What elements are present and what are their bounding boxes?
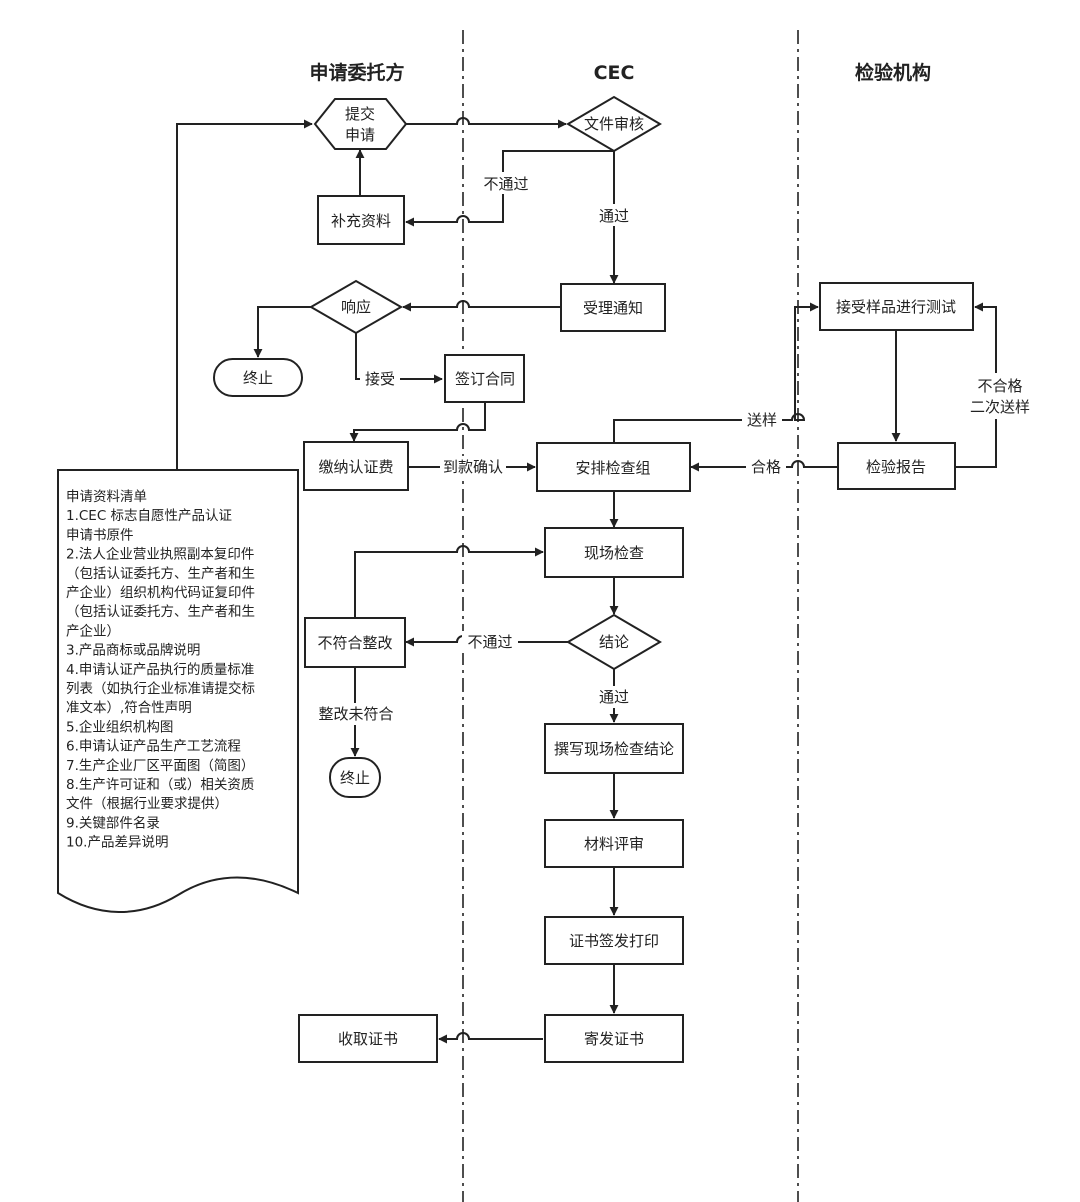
response-label: 响应: [341, 298, 371, 316]
noncompliance-rectification-node: 不符合整改: [304, 617, 406, 668]
checklist-line: 10.产品差异说明: [66, 835, 168, 851]
checklist-line: 3.产品商标或品牌说明: [66, 642, 200, 659]
checklist-line: 列表（如执行企业标准请提交标: [66, 680, 255, 697]
edge-label-review-pass: 通过: [599, 207, 629, 225]
mail-certificate-node: 寄发证书: [544, 1014, 684, 1063]
certificate-issue-print-label: 证书签发打印: [569, 932, 659, 950]
material-review-node: 材料评审: [544, 819, 684, 868]
pay-fee-label: 缴纳认证费: [318, 458, 393, 476]
document-review-node: 文件审核: [566, 95, 662, 153]
acceptance-notice-label: 受理通知: [583, 299, 643, 317]
sample-testing-node: 接受样品进行测试: [819, 282, 974, 331]
edge-label-payment-confirm: 到款确认: [443, 458, 503, 476]
submit-application-node: 提交 申请: [313, 98, 408, 150]
sign-contract-node: 签订合同: [444, 354, 525, 403]
arrange-inspection-team-label: 安排检查组: [575, 459, 650, 477]
onsite-inspection-label: 现场检查: [584, 544, 644, 562]
checklist-line: （包括认证委托方、生产者和生: [66, 604, 255, 620]
receive-certificate-node: 收取证书: [298, 1014, 438, 1063]
checklist-line: （包括认证委托方、生产者和生: [66, 566, 255, 582]
edge-rectify-to-onsite: [354, 545, 544, 617]
test-report-label: 检验报告: [866, 458, 926, 476]
checklist-line: 文件（根据行业要求提供）: [66, 796, 228, 812]
termination-label-1: 终止: [243, 369, 273, 387]
write-conclusion-label: 撰写现场检查结论: [554, 740, 674, 758]
edge-review-fail: [405, 150, 614, 227]
noncompliance-rectification-label: 不符合整改: [317, 634, 392, 652]
termination-node-1: 终止: [213, 358, 303, 397]
edge-respond-accept: [355, 332, 443, 384]
checklist-line: 准文本）,符合性声明: [66, 700, 192, 716]
arrange-inspection-team-node: 安排检查组: [536, 442, 691, 492]
edge-mail-to-receive: [438, 1032, 543, 1044]
edge-send-sample: [613, 302, 819, 442]
edge-checklist-to-submit: [176, 119, 313, 470]
lane-title-lab: 检验机构: [855, 61, 931, 84]
sample-testing-label: 接受样品进行测试: [836, 298, 956, 316]
submit-label-line1: 提交: [345, 105, 375, 123]
edge-respond-to-end: [253, 306, 311, 358]
sign-contract-label: 签订合同: [455, 370, 515, 388]
checklist-line: 产企业）: [66, 622, 120, 639]
edge-label-qualified: 合格: [751, 458, 781, 476]
checklist-line: 5.企业组织机构图: [66, 718, 173, 735]
edge-label-unqualified-line1: 不合格: [977, 377, 1022, 395]
checklist-line: 9.关键部件名录: [66, 815, 160, 831]
checklist-title: 申请资料清单: [66, 489, 147, 505]
onsite-inspection-node: 现场检查: [544, 527, 684, 578]
checklist-line: 4.申请认证产品执行的质量标准: [66, 662, 254, 678]
conclusion-label: 结论: [599, 633, 629, 651]
test-report-node: 检验报告: [837, 442, 956, 490]
lane-title-applicant: 申请委托方: [309, 61, 404, 84]
termination-label-2: 终止: [340, 769, 370, 787]
edge-label-send-sample: 送样: [747, 411, 777, 429]
checklist-line: 7.生产企业厂区平面图（简图）: [66, 757, 254, 774]
certificate-issue-print-node: 证书签发打印: [544, 916, 684, 965]
document-review-label: 文件审核: [584, 115, 644, 133]
pay-fee-node: 缴纳认证费: [303, 441, 409, 491]
edge-report-qualified: [690, 460, 837, 472]
checklist-line: 6.申请认证产品生产工艺流程: [66, 739, 241, 755]
conclusion-node: 结论: [566, 613, 662, 671]
supplement-label: 补充资料: [331, 212, 391, 230]
checklist-line: 8.生产许可证和（或）相关资质: [66, 777, 254, 793]
material-review-label: 材料评审: [584, 835, 644, 853]
lane-title-cec: CEC: [594, 62, 635, 84]
response-node: 响应: [309, 279, 403, 335]
write-conclusion-node: 撰写现场检查结论: [544, 723, 684, 774]
acceptance-notice-node: 受理通知: [560, 283, 666, 332]
submit-label-line2: 申请: [345, 126, 375, 144]
edge-label-conclusion-pass: 通过: [599, 688, 629, 706]
edge-label-review-fail: 不通过: [483, 175, 528, 193]
checklist-line: 1.CEC 标志自愿性产品认证: [66, 508, 232, 524]
mail-certificate-label: 寄发证书: [584, 1030, 644, 1048]
checklist-line: 2.法人企业营业执照副本复印件: [66, 546, 254, 563]
termination-node-2: 终止: [329, 757, 381, 798]
edge-label-accept: 接受: [365, 370, 395, 388]
edge-notice-to-respond: [402, 300, 560, 312]
edge-contract-to-fee: [349, 402, 486, 442]
receive-certificate-label: 收取证书: [338, 1030, 398, 1048]
edge-label-conclusion-fail: 不通过: [467, 633, 512, 651]
checklist-line: 申请书原件: [66, 527, 134, 543]
edge-label-rectify-fail: 整改未符合: [318, 705, 393, 723]
edge-label-unqualified-line2: 二次送样: [970, 398, 1030, 416]
edge-submit-to-review: [406, 117, 567, 129]
supplement-materials-node: 补充资料: [317, 195, 405, 245]
checklist-line: 产企业）组织机构代码证复印件: [66, 584, 255, 601]
